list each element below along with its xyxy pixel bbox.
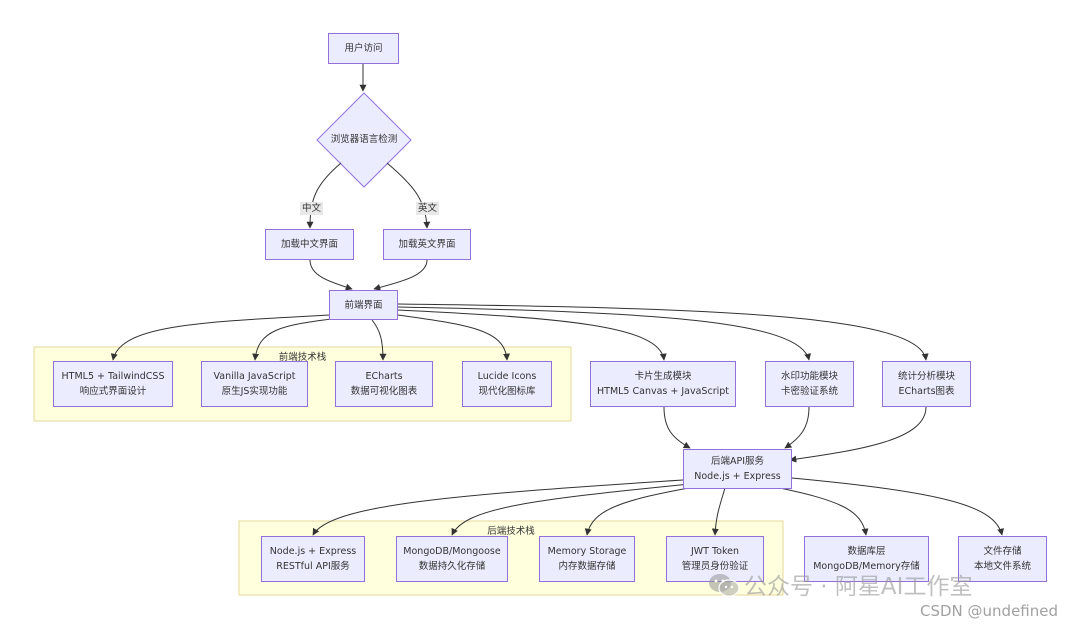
- node-load-en: 加载英文界面: [383, 229, 471, 260]
- node-line-1: ECharts: [365, 371, 403, 382]
- edge-backend-to-dblayer: [769, 485, 869, 536]
- node-line-2: 卡密验证系统: [780, 386, 838, 397]
- edge-label-cn: 中文: [300, 202, 324, 215]
- node-line: 加载英文界面: [398, 239, 456, 250]
- edge-frontend-to-echarts: [371, 319, 387, 361]
- node-line-1: 卡片生成模块: [634, 371, 692, 382]
- edge-backend-to-memory: [584, 485, 701, 536]
- edge-frontend-to-watermark: [397, 306, 812, 361]
- edge-en-to-frontend: [373, 259, 428, 291]
- node-line-2: MongoDB/Memory存储: [813, 561, 920, 572]
- node-line-1: 水印功能模块: [780, 371, 838, 382]
- node-line-2: RESTful API服务: [276, 561, 350, 572]
- edge-cn-to-frontend: [309, 259, 353, 291]
- edge-backend-to-filestore: [791, 477, 1004, 536]
- node-line-2: 内存数据存储: [558, 561, 616, 572]
- node-line: 加载中文界面: [280, 239, 338, 250]
- node-stats: 统计分析模块 ECharts图表: [882, 361, 971, 407]
- edge-stats-to-backend: [789, 406, 927, 463]
- decision-label: 浏览器语言检测: [330, 134, 398, 145]
- edge-detect-to-en: [386, 162, 431, 229]
- edge-cardgen-to-backend: [663, 406, 691, 449]
- node-vanilla: Vanilla JavaScript 原生JS实现功能: [201, 361, 308, 407]
- node-line-1: 统计分析模块: [897, 371, 955, 382]
- node-card-gen: 卡片生成模块 HTML5 Canvas + JavaScript: [590, 361, 736, 407]
- edge-backend-to-jwt: [711, 487, 726, 536]
- edge-backend-to-mongo: [451, 483, 691, 536]
- node-line-2: 本地文件系统: [973, 561, 1031, 572]
- node-line-2: 管理员身份验证: [681, 561, 749, 572]
- node-line-2: 现代化图标库: [478, 386, 536, 397]
- node-file-store: 文件存储 本地文件系统: [958, 536, 1047, 582]
- node-line-2: 数据持久化存储: [418, 561, 486, 572]
- node-line-1: 数据库层: [847, 546, 886, 557]
- node-line-2: 数据可视化图表: [350, 386, 418, 397]
- edge-detect-to-cn: [306, 162, 342, 229]
- node-db-layer: 数据库层 MongoDB/Memory存储: [804, 536, 929, 582]
- edge-label-en: 英文: [416, 202, 440, 215]
- node-line-2: 响应式界面设计: [79, 386, 147, 397]
- node-echarts: ECharts 数据可视化图表: [335, 361, 433, 407]
- node-line-1: 后端API服务: [710, 456, 765, 467]
- node-watermark: 水印功能模块 卡密验证系统: [765, 361, 854, 407]
- edge-frontend-to-stats: [397, 303, 929, 361]
- node-line: 前端界面: [344, 299, 383, 311]
- cluster-backend-title: 后端技术栈: [487, 526, 535, 537]
- node-node-express: Node.js + Express RESTful API服务: [261, 536, 365, 582]
- cluster-frontend-title: 前端技术栈: [278, 352, 327, 363]
- edge-frontend-to-lucide: [397, 314, 511, 361]
- edge-frontend-to-html5: [110, 314, 331, 361]
- node-line-1: HTML5 + TailwindCSS: [61, 371, 165, 382]
- node-user-access: 用户访问: [328, 33, 399, 64]
- watermark-text: 公众号 · 阿星AI工作室: [744, 574, 973, 600]
- node-lucide: Lucide Icons 现代化图标库: [462, 361, 552, 407]
- node-line: 用户访问: [344, 43, 383, 54]
- node-jwt: JWT Token 管理员身份验证: [666, 536, 764, 582]
- node-line-1: JWT Token: [690, 546, 740, 557]
- node-memory: Memory Storage 内存数据存储: [539, 536, 635, 582]
- node-line-2: Node.js + Express: [694, 471, 781, 482]
- node-html5: HTML5 + TailwindCSS 响应式界面设计: [53, 361, 173, 407]
- node-line-1: Memory Storage: [547, 546, 627, 557]
- edge-frontend-to-cardgen: [397, 309, 667, 361]
- edge-backend-to-nodeexpress: [312, 479, 684, 536]
- node-line-1: Node.js + Express: [269, 546, 357, 557]
- node-load-cn: 加载中文界面: [265, 229, 354, 260]
- edges: [110, 64, 1004, 536]
- node-line-1: 文件存储: [983, 546, 1022, 557]
- node-backend: 后端API服务 Node.js + Express: [683, 449, 792, 489]
- node-line-2: ECharts图表: [898, 386, 955, 397]
- node-frontend: 前端界面: [329, 290, 398, 320]
- node-line-1: Vanilla JavaScript: [213, 371, 296, 382]
- node-line-1: Lucide Icons: [477, 371, 537, 382]
- csdn-watermark: CSDN @undefined: [920, 602, 1059, 620]
- node-line-2: 原生JS实现功能: [221, 386, 288, 397]
- edge-watermark-to-backend: [784, 406, 810, 449]
- node-line-2: HTML5 Canvas + JavaScript: [597, 386, 729, 397]
- edge-frontend-to-vanilla: [252, 317, 341, 361]
- node-line-1: MongoDB/Mongoose: [403, 546, 501, 557]
- wechat-logo-icon: [709, 574, 740, 597]
- node-mongo: MongoDB/Mongoose 数据持久化存储: [396, 536, 508, 582]
